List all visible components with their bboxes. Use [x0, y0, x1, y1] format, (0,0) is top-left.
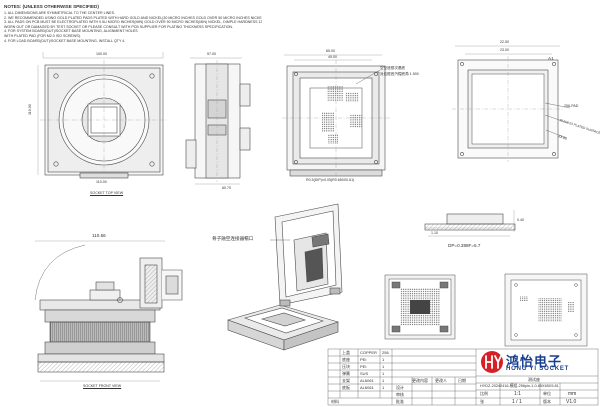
tb-drawn: 设计: [396, 385, 404, 390]
pitch-detail: [424, 210, 516, 237]
tb-unit-label: 单位: [543, 391, 551, 396]
socket-front-section: [34, 240, 183, 382]
dim-right-width: 22.50: [500, 40, 509, 44]
tb-scale-value: 1:1: [514, 391, 521, 397]
socket-side-view: [185, 57, 251, 185]
hongyi-logo-mark: [481, 351, 503, 373]
cn-note-1: 空空底框次基底: [380, 66, 406, 70]
bom-cell-col2: PEI: [360, 364, 367, 369]
bom-cell-col2: AL6061: [360, 378, 374, 383]
cn-note-2: 对应框底汽糛底角 1.500: [380, 72, 419, 76]
tb-sheet-value: 1 / 1: [512, 399, 522, 405]
logo-chinese: 鸿怡电子: [506, 355, 563, 370]
dim-top-width: 100.00: [96, 52, 107, 56]
dim-side-width: 57.00: [207, 52, 216, 56]
dim-mid-width: 65.00: [326, 49, 335, 53]
note-line: WITH PLATED PAD (FOR M2.0 ISO SCREWS).: [4, 34, 81, 38]
socket-top-view: [37, 52, 168, 180]
tb-scale-label: 比例: [480, 391, 488, 396]
bom-cell-col1: 上盖: [342, 350, 350, 355]
note-line: WORN OUT OR DAMAGED BY TEST SOCKET OR PL…: [4, 24, 233, 29]
bom-cell-col1: 底板: [342, 385, 350, 390]
bom-cell-col2: SUS: [360, 371, 369, 376]
bom-cell-col3: 1: [382, 378, 385, 383]
label-socket-front-view: SOCKET FRONT VIEW: [83, 384, 122, 388]
cn-hinge-note: 骨子融空连接器暢口: [212, 236, 254, 241]
title-block: [327, 348, 599, 406]
tb-version-value: V1.0: [566, 399, 577, 405]
dim-top-height: 110.00: [28, 104, 32, 115]
dim-lower-pad: 1.10: [431, 231, 438, 235]
tb-header-date: 日期: [458, 378, 466, 383]
notes-heading: NOTES: (UNLESS OTHERWISE SPECIFIED): [4, 4, 99, 9]
bom-cell-col3: 256: [382, 350, 389, 355]
dim-side-bottom: 60.70: [222, 186, 231, 190]
tb-header-person: 更改人: [435, 378, 447, 383]
tb-unit-value: mm: [568, 391, 577, 397]
dim-front-width: 110.56: [92, 233, 106, 238]
tb-material: 材料: [331, 399, 339, 404]
bom-cell-col3: 1: [382, 371, 385, 376]
dim-lower-pad2: 0.40: [517, 218, 524, 222]
note-line: 4. FOR SYSTEM BOARD(DUT)/SOCKET BASE MOU…: [4, 29, 138, 34]
bom-cell-col1: 压块: [342, 364, 350, 369]
bom-cell-col2: COPPER: [360, 350, 377, 355]
dim-top-bottom: 110.00: [96, 180, 107, 184]
bom-cell-col1: 底座: [342, 357, 350, 362]
bom-cell-col1: 弹簧: [342, 371, 350, 376]
bom-cell-col2: PEI: [360, 357, 367, 362]
pcb-render: [384, 273, 588, 347]
label-pitch-note: DP=0.388F=5.7: [448, 243, 481, 248]
dim-right-inner: 23.00: [500, 48, 509, 52]
label-socket-top-view: SOCKET TOP VIEW: [90, 191, 124, 195]
bom-cell-col2: AL6061: [360, 385, 374, 390]
bom-cell-col3: 1: [382, 364, 385, 369]
socket-middle-view: [282, 54, 390, 180]
tb-test-name: 测试座: [528, 377, 540, 382]
bom-cell-col1: 支架: [342, 378, 350, 383]
note-line: 2. WE RECOMMENDED USING GOLD PLATED PADS…: [4, 15, 262, 20]
socket-isometric-open: [227, 203, 343, 351]
pcb-footprint-view: [452, 45, 571, 162]
bom-cell-col3: 1: [382, 385, 385, 390]
label-pad-count: 256-PAD: [564, 104, 579, 108]
tb-header-change: 更改内容: [412, 378, 428, 383]
tb-part-number: HYDZ-20240416-模组-256pin-1.0-65X65X5.81: [480, 384, 559, 388]
logo-english: HONG YI SOCKET: [506, 366, 570, 372]
tb-sheet-label: 张: [480, 399, 484, 404]
tb-checked: 审核: [396, 392, 404, 397]
bom-cell-col3: 1: [382, 357, 385, 362]
tb-approved: 批准: [396, 399, 404, 404]
marker-a1: A1: [548, 56, 554, 61]
dim-mid-bottom: R0.5(DIP)±0.05(R0.650X0.61): [306, 178, 355, 182]
note-line: 1. ALL DIMENSIONS ARE SYMMETRICAL TO THE…: [4, 11, 115, 15]
tb-version-label: 版本: [543, 399, 551, 404]
note-line: 3. ALL PADS ON PCB MUST BE ELECTROPLATED…: [4, 20, 262, 25]
dim-mid-inner: 49.00: [328, 55, 337, 59]
note-line: 4. FOR LOAD BOARD(DUT)/SOCKET BASE MOUNT…: [4, 38, 126, 43]
